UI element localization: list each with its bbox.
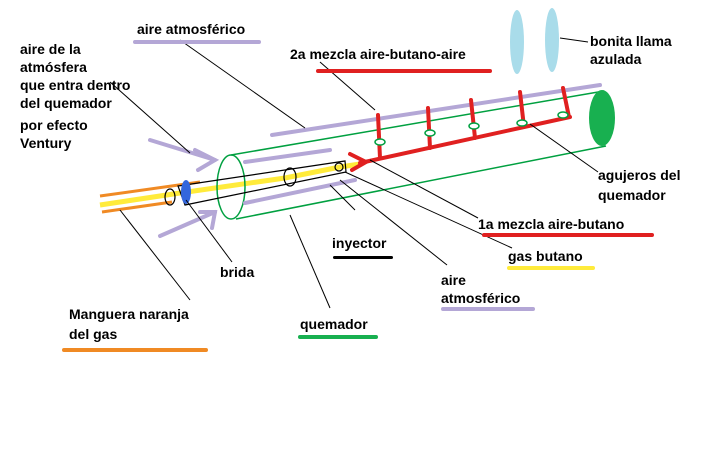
label-manguera-line2: del gas — [69, 326, 118, 342]
label-aire-venturi: aire de la atmósfera que entra dentro de… — [20, 40, 130, 152]
mixture-riser-3 — [469, 98, 477, 140]
label-venturi-line2: atmósfera — [20, 59, 87, 75]
leader-manguera — [119, 209, 191, 301]
air-stream-1 — [243, 148, 332, 164]
leader-aire-bottom — [339, 179, 448, 266]
injector-ring — [283, 167, 297, 187]
underline-mezcla2 — [316, 69, 492, 73]
leader-venturi — [109, 81, 191, 154]
air-flows — [148, 83, 602, 238]
label-manguera-line1: Manguera naranja — [69, 306, 189, 322]
burner-tube-cap — [589, 90, 615, 146]
underline-gas-butano — [507, 266, 595, 270]
label-aire-atmosferico-top: aire atmosférico — [137, 21, 246, 37]
label-aire-bottom-line1: aire — [441, 272, 466, 288]
leader-inyector — [329, 184, 356, 211]
label-llama-line2: azulada — [590, 51, 642, 67]
mixture-arrow-head — [348, 152, 371, 172]
label-mezcla1: 1a mezcla aire-butano — [478, 216, 625, 232]
label-venturi-line6: Ventury — [20, 135, 72, 151]
label-inyector: inyector — [332, 235, 387, 251]
mixture-paths — [348, 86, 572, 172]
air-stream-2 — [243, 178, 357, 205]
mixture-main — [358, 115, 572, 165]
burner-hole-2 — [424, 129, 436, 137]
label-agujeros: agujeros del quemador — [598, 166, 680, 204]
label-venturi-line5: por efecto — [20, 117, 88, 133]
injector-tip — [334, 162, 344, 172]
label-llama-line1: bonita llama — [590, 33, 672, 49]
label-venturi-line1: aire de la — [20, 41, 81, 57]
brida-clamp — [181, 180, 191, 204]
burner-hole-3 — [468, 122, 480, 130]
label-manguera: Manguera naranja del gas — [69, 305, 189, 343]
flame-right — [545, 8, 559, 72]
gas-line-outer — [99, 190, 181, 208]
mixture-riser-2 — [426, 106, 432, 150]
mixture-riser-5 — [561, 86, 571, 119]
leader-aire-top — [179, 39, 306, 129]
flame-left — [510, 10, 524, 74]
underline-inyector — [333, 256, 393, 259]
label-aire-bottom-line2: atmosférico — [441, 290, 521, 306]
burner-tube-top — [230, 90, 605, 156]
label-aire-atmosferico-bottom: aire atmosférico — [441, 271, 520, 307]
label-mezcla2: 2a mezcla aire-butano-aire — [290, 46, 466, 62]
underline-manguera — [62, 348, 208, 352]
label-agujeros-line1: agujeros del — [598, 167, 681, 183]
mixture-riser-1 — [376, 113, 382, 160]
underline-mezcla1 — [482, 233, 654, 237]
label-agujeros-line2: quemador — [598, 187, 666, 203]
label-venturi-line3: que entra dentro — [20, 77, 131, 93]
leader-mezcla1 — [369, 159, 479, 219]
burner-hole-1 — [374, 138, 386, 146]
air-outer-top — [270, 83, 602, 137]
label-quemador: quemador — [300, 316, 368, 332]
leader-agujeros — [529, 123, 599, 173]
gas-hose-lower — [101, 200, 173, 214]
burner-hole-4 — [516, 119, 528, 127]
hose-ring — [164, 188, 176, 206]
air-arrow-bottom-head — [198, 210, 218, 230]
label-gas-butano: gas butano — [508, 248, 583, 264]
burner-tube-bottom — [235, 145, 607, 220]
label-brida: brida — [220, 264, 255, 280]
label-venturi-line4: del quemador — [20, 95, 112, 111]
underline-quemador — [298, 335, 378, 339]
label-llama: bonita llama azulada — [590, 32, 672, 68]
leader-quemador — [289, 214, 331, 309]
leader-lines — [109, 37, 599, 309]
leader-llama — [559, 37, 589, 43]
air-arrow-top-head — [193, 148, 220, 172]
gas-line-inner — [179, 161, 361, 196]
burner-hole-5 — [557, 111, 569, 119]
leader-brida — [185, 199, 233, 263]
underline-aire-bottom — [441, 307, 535, 311]
underline-aire-top — [133, 40, 261, 44]
air-arrow-bottom — [158, 210, 217, 238]
burner-holes — [374, 111, 569, 146]
